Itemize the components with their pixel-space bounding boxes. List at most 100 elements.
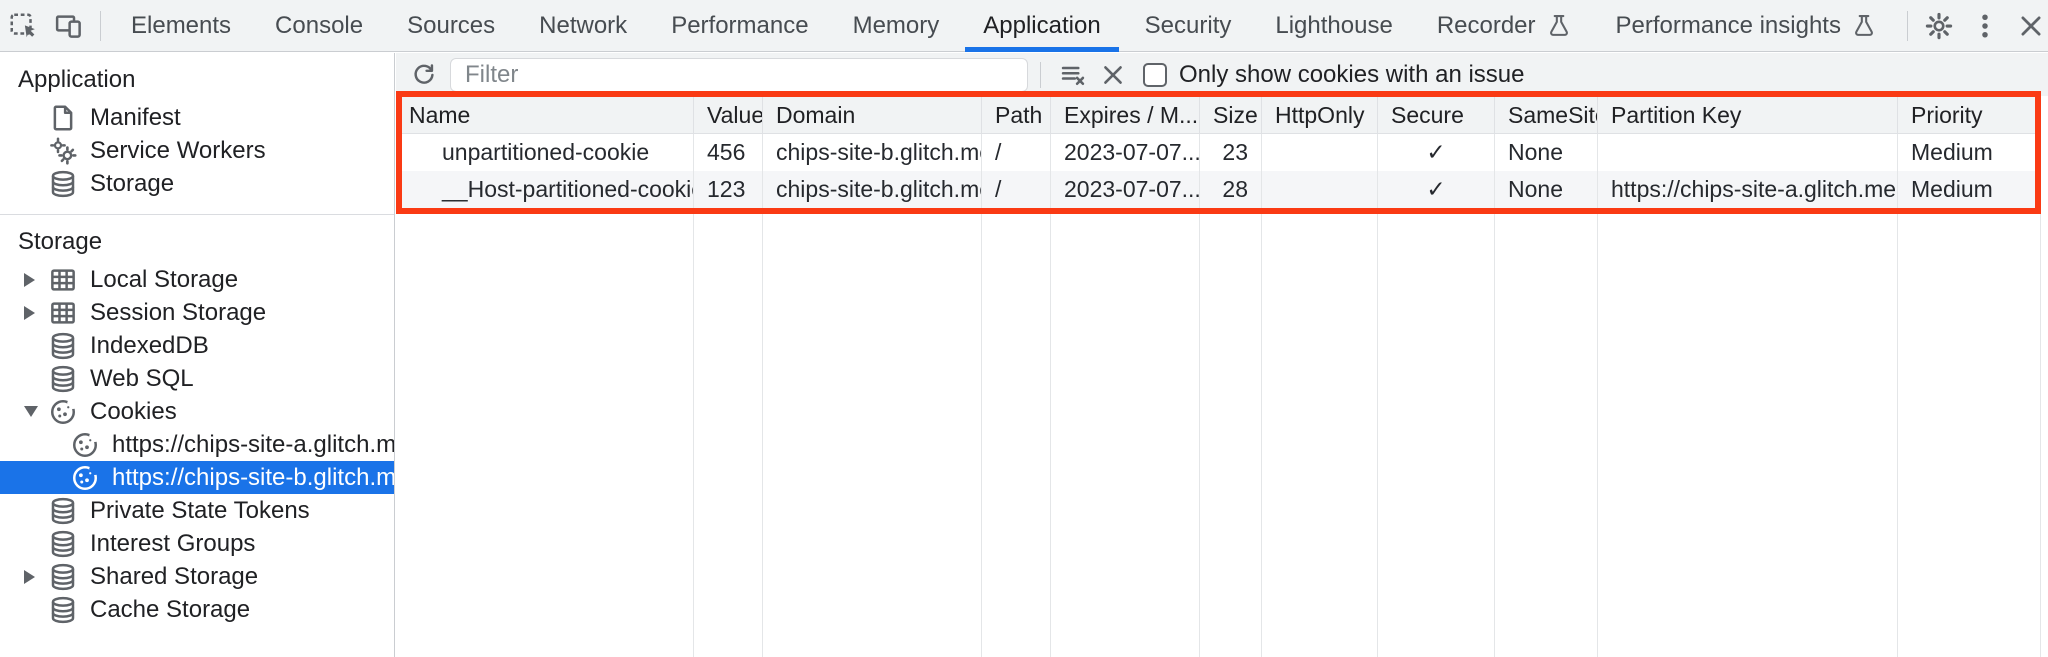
- tab-recorder[interactable]: Recorder: [1415, 0, 1594, 52]
- toolbar-separator: [1906, 10, 1908, 41]
- sidebar-item-cookies[interactable]: Cookies: [0, 395, 394, 428]
- cell-partition-key[interactable]: https://chips-site-a.glitch.me: [1598, 171, 1898, 208]
- cell-expires[interactable]: 2023-07-07...: [1051, 171, 1200, 208]
- cell-priority[interactable]: Medium: [1898, 134, 2041, 171]
- sidebar-item-storage[interactable]: Storage: [0, 167, 394, 200]
- cell-domain[interactable]: chips-site-b.glitch.me: [763, 134, 982, 171]
- tab-elements[interactable]: Elements: [131, 11, 232, 39]
- sidebar-item-shared-storage[interactable]: Shared Storage: [0, 560, 394, 593]
- close-devtools-icon[interactable]: [2008, 0, 2048, 52]
- empty-grid-cell: [1495, 208, 1598, 657]
- cell-secure-checkmark[interactable]: ✓: [1378, 134, 1495, 171]
- cell-partition-key[interactable]: [1598, 134, 1898, 171]
- empty-grid-cell: [1051, 208, 1200, 657]
- cell-domain[interactable]: chips-site-b.glitch.me: [763, 171, 982, 208]
- table-icon: [48, 265, 78, 295]
- table-row[interactable]: unpartitioned-cookie: [396, 134, 694, 171]
- column-header-partition-key[interactable]: Partition Key: [1598, 97, 1898, 134]
- column-header-path[interactable]: Path: [982, 97, 1051, 134]
- database-icon: [48, 169, 78, 199]
- database-icon: [48, 331, 78, 361]
- devtools-tabbar: Elements Console Sources Network Perform…: [0, 0, 2048, 52]
- column-header-samesite[interactable]: SameSite: [1495, 97, 1598, 134]
- cell-httponly[interactable]: [1262, 171, 1378, 208]
- column-header-name[interactable]: Name: [396, 97, 694, 134]
- tab-lighthouse[interactable]: Lighthouse: [1275, 11, 1393, 39]
- sidebar-item-interest-groups[interactable]: Interest Groups: [0, 527, 394, 560]
- database-icon: [48, 529, 78, 559]
- column-header-size[interactable]: Size: [1200, 97, 1262, 134]
- column-header-value[interactable]: Value: [694, 97, 763, 134]
- filter-input[interactable]: [450, 57, 1028, 92]
- tab-network[interactable]: Network: [539, 11, 628, 39]
- tab-performance-insights[interactable]: Performance insights: [1594, 0, 1899, 52]
- cell-httponly[interactable]: [1262, 134, 1378, 171]
- empty-grid-cell: [694, 208, 763, 657]
- cell-size[interactable]: 28: [1200, 171, 1262, 208]
- issue-checkbox-label[interactable]: Only show cookies with an issue: [1179, 60, 1525, 88]
- sidebar-item-session-storage[interactable]: Session Storage: [0, 296, 394, 329]
- sidebar-item-web-sql[interactable]: Web SQL: [0, 362, 394, 395]
- empty-grid-cell: [1378, 208, 1495, 657]
- column-header-expires[interactable]: Expires / M...: [1051, 97, 1200, 134]
- tab-performance[interactable]: Performance: [671, 11, 809, 39]
- cell-path[interactable]: /: [982, 134, 1051, 171]
- sidebar-item-cache-storage[interactable]: Cache Storage: [0, 593, 394, 626]
- empty-grid-cell: [396, 208, 694, 657]
- sidebar-item-cookies-chips-site-a[interactable]: https://chips-site-a.glitch.me: [0, 428, 394, 461]
- refresh-icon[interactable]: [404, 55, 444, 95]
- cell-samesite[interactable]: None: [1495, 134, 1598, 171]
- inspect-element-icon[interactable]: [0, 0, 46, 52]
- tab-memory[interactable]: Memory: [852, 11, 940, 39]
- panel-tabs: Elements Console Sources Network Perform…: [109, 0, 1899, 52]
- cell-value[interactable]: 123: [694, 171, 763, 208]
- chevron-right-icon[interactable]: [24, 272, 48, 287]
- cell-name[interactable]: __Host-partitioned-cookie: [396, 171, 694, 208]
- column-header-httponly[interactable]: HttpOnly: [1262, 97, 1378, 134]
- cookies-toolbar: Only show cookies with an issue: [396, 53, 2048, 96]
- cell-samesite[interactable]: None: [1495, 171, 1598, 208]
- chevron-right-icon[interactable]: [24, 305, 48, 320]
- document-icon: [48, 103, 78, 133]
- more-options-kebab-icon[interactable]: [1962, 0, 2008, 52]
- tabbar-right-controls: [1899, 0, 2048, 52]
- only-show-cookies-with-issue-checkbox[interactable]: [1143, 62, 1167, 87]
- tab-security[interactable]: Security: [1144, 11, 1232, 39]
- cell-secure-checkmark[interactable]: ✓: [1378, 171, 1495, 208]
- cell-path[interactable]: /: [982, 171, 1051, 208]
- experimental-flask-icon: [1851, 12, 1877, 40]
- column-header-priority[interactable]: Priority: [1898, 97, 2041, 134]
- database-icon: [48, 364, 78, 394]
- sidebar-item-manifest[interactable]: Manifest: [0, 101, 394, 134]
- database-icon: [48, 496, 78, 526]
- sidebar-item-service-workers[interactable]: Service Workers: [0, 134, 394, 167]
- sidebar-item-local-storage[interactable]: Local Storage: [0, 263, 394, 296]
- chevron-down-icon[interactable]: [24, 406, 48, 417]
- cookie-icon: [70, 463, 100, 493]
- sidebar-divider: [0, 214, 394, 215]
- cell-expires[interactable]: 2023-07-07...: [1051, 134, 1200, 171]
- sidebar-item-private-state-tokens[interactable]: Private State Tokens: [0, 494, 394, 527]
- delete-selected-icon[interactable]: [1093, 55, 1133, 95]
- cell-value[interactable]: 456: [694, 134, 763, 171]
- cookie-icon: [48, 397, 78, 427]
- device-toolbar-icon[interactable]: [46, 0, 92, 52]
- column-header-secure[interactable]: Secure: [1378, 97, 1495, 134]
- tab-application[interactable]: Application: [961, 0, 1122, 52]
- clear-all-cookies-icon[interactable]: [1053, 55, 1093, 95]
- sidebar-section-application: Application: [18, 66, 136, 93]
- empty-grid-cell: [982, 208, 1051, 657]
- experimental-flask-icon: [1546, 12, 1572, 40]
- sidebar-item-indexeddb[interactable]: IndexedDB: [0, 329, 394, 362]
- tab-console[interactable]: Console: [275, 11, 364, 39]
- settings-gear-icon[interactable]: [1916, 0, 1962, 52]
- empty-grid-cell: [1262, 208, 1378, 657]
- tab-sources[interactable]: Sources: [407, 11, 496, 39]
- cookie-icon: [70, 430, 100, 460]
- sidebar-item-cookies-chips-site-b[interactable]: https://chips-site-b.glitch.me: [0, 461, 394, 494]
- empty-grid-cell: [1200, 208, 1262, 657]
- chevron-right-icon[interactable]: [24, 569, 48, 584]
- cell-priority[interactable]: Medium: [1898, 171, 2041, 208]
- cell-size[interactable]: 23: [1200, 134, 1262, 171]
- column-header-domain[interactable]: Domain: [763, 97, 982, 134]
